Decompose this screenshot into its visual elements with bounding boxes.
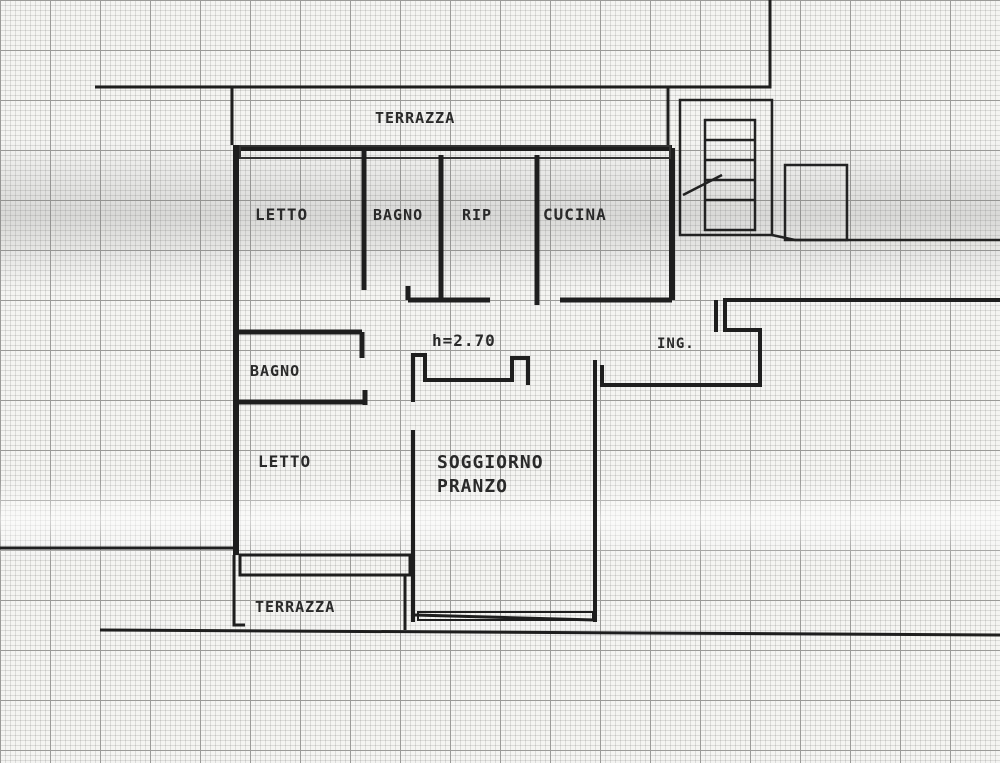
label-rip: RIP (462, 206, 492, 224)
interior-walls (236, 150, 672, 405)
bottom-terrace (0, 546, 1000, 637)
exterior-walls (233, 145, 675, 555)
label-pranzo: PRANZO (437, 476, 508, 497)
label-terrazza-bottom: TERRAZZA (255, 598, 335, 616)
label-height: h=2.70 (432, 331, 496, 350)
stairwell (678, 98, 1000, 242)
living-room-walls (411, 298, 1000, 622)
label-ingresso: ING. (657, 336, 695, 352)
label-bagno-top: BAGNO (373, 206, 423, 224)
label-terrazza-top: TERRAZZA (375, 109, 455, 127)
label-soggiorno: SOGGIORNO (437, 452, 544, 473)
label-letto-bottom: LETTO (258, 452, 311, 471)
window-strip-top (239, 145, 671, 159)
top-terrace-outline (95, 0, 772, 150)
label-cucina: CUCINA (543, 205, 607, 224)
label-bagno-left: BAGNO (250, 362, 300, 380)
label-letto-top: LETTO (255, 205, 308, 224)
